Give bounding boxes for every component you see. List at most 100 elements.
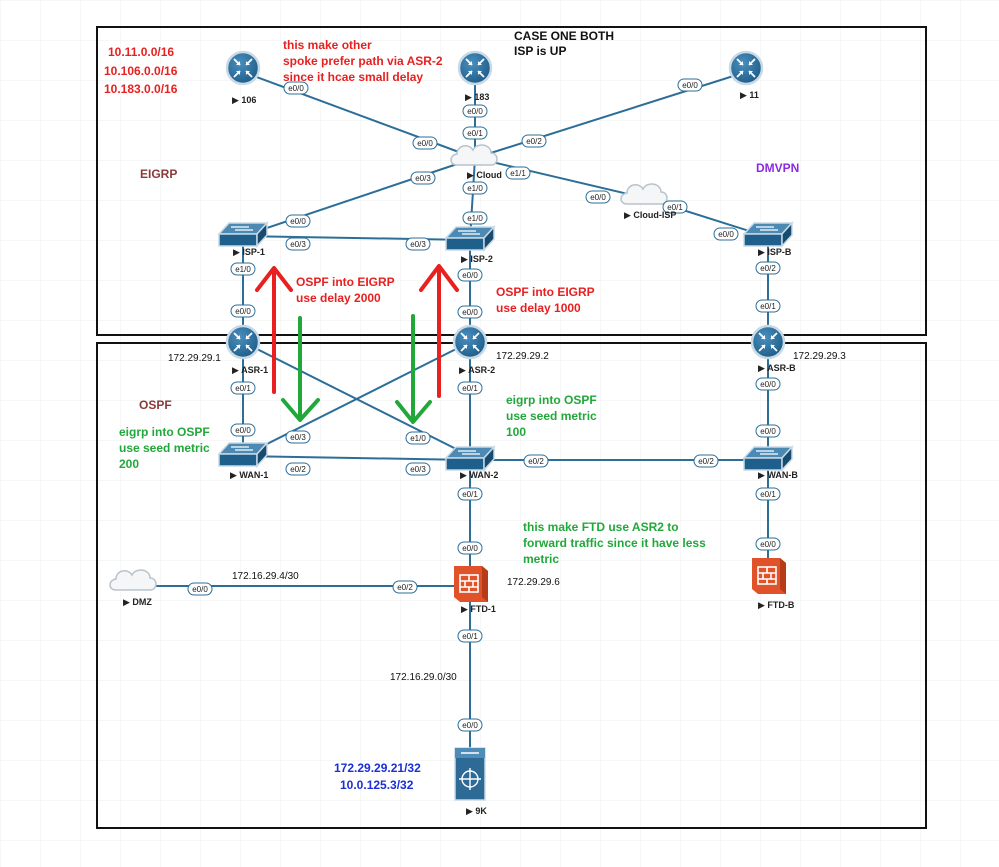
svg-text:e0/1: e0/1 xyxy=(760,302,776,311)
ftd-note-line3: metric xyxy=(523,552,559,566)
eigrp-ospf-200-line1: eigrp into OSPF xyxy=(119,425,210,439)
port-label: e0/1 xyxy=(457,487,483,501)
ospf-eigrp-2000-line1: OSPF into EIGRP xyxy=(296,275,395,289)
svg-text:e0/2: e0/2 xyxy=(760,264,776,273)
port-label: e0/2 xyxy=(755,261,781,275)
prefix-line2: 10.106.0.0/16 xyxy=(104,64,178,78)
prefix-line1: 10.11.0.0/16 xyxy=(108,45,174,59)
node-label-asrb: ▶ ASR-B xyxy=(758,363,796,373)
node-label-ftd1: ▶ FTD-1 xyxy=(461,604,496,614)
port-label: e0/0 xyxy=(283,81,309,95)
port-label: e0/0 xyxy=(457,305,483,319)
svg-text:e0/1: e0/1 xyxy=(760,490,776,499)
svg-text:e0/1: e0/1 xyxy=(462,490,478,499)
port-label: e0/0 xyxy=(755,424,781,438)
ftd1-firewall-icon[interactable] xyxy=(453,565,489,603)
port-label: e0/0 xyxy=(755,377,781,391)
n9k-nexus-icon[interactable] xyxy=(454,747,486,801)
svg-text:e1/0: e1/0 xyxy=(410,434,426,443)
node-label-11: ▶ 11 xyxy=(740,90,759,100)
port-label: e0/0 xyxy=(457,541,483,555)
r183-router-icon[interactable] xyxy=(457,50,493,86)
port-label: e1/0 xyxy=(462,181,488,195)
port-label: e1/0 xyxy=(405,431,431,445)
svg-text:e0/2: e0/2 xyxy=(698,457,714,466)
svg-text:e0/0: e0/0 xyxy=(760,380,776,389)
spoke-pref-line1: this make other xyxy=(283,38,372,52)
isp2-switch-icon[interactable] xyxy=(445,226,495,251)
ispb-switch-icon[interactable] xyxy=(743,222,793,247)
svg-text:e0/3: e0/3 xyxy=(415,174,431,183)
port-label: e0/0 xyxy=(677,78,703,92)
port-label: e0/0 xyxy=(187,582,213,596)
asrb-router-icon[interactable] xyxy=(750,324,786,360)
node-label-asr2: ▶ ASR-2 xyxy=(459,365,495,375)
eigrp-into-ospf-arrow-right xyxy=(395,314,432,424)
port-label: e0/0 xyxy=(457,268,483,282)
wan1-switch-icon[interactable] xyxy=(218,442,268,467)
svg-text:e1/0: e1/0 xyxy=(467,214,483,223)
dmvpn-label: DMVPN xyxy=(756,161,799,175)
svg-text:e1/0: e1/0 xyxy=(467,184,483,193)
svg-text:e0/0: e0/0 xyxy=(590,193,606,202)
asr2-router-icon[interactable] xyxy=(452,324,488,360)
prefix-line3: 10.183.0.0/16 xyxy=(104,82,178,96)
r11-router-icon[interactable] xyxy=(728,50,764,86)
svg-text:e0/2: e0/2 xyxy=(397,583,413,592)
svg-text:e0/3: e0/3 xyxy=(290,433,306,442)
link-wan1-wan2 xyxy=(242,455,471,461)
svg-text:e0/0: e0/0 xyxy=(192,585,208,594)
port-label: e0/0 xyxy=(713,227,739,241)
port-label: e0/0 xyxy=(585,190,611,204)
svg-text:e0/0: e0/0 xyxy=(462,544,478,553)
wanb-switch-icon[interactable] xyxy=(743,446,793,471)
svg-text:e0/3: e0/3 xyxy=(410,465,426,474)
ospf-into-eigrp-arrow-right xyxy=(419,264,459,398)
isp1-switch-icon[interactable] xyxy=(218,222,268,247)
svg-text:e0/0: e0/0 xyxy=(462,721,478,730)
link-cloud-cloudisp xyxy=(474,157,646,199)
link-cloud-isp1 xyxy=(242,157,476,237)
svg-text:e0/1: e0/1 xyxy=(235,384,251,393)
svg-text:e0/2: e0/2 xyxy=(528,457,544,466)
wan2-switch-icon[interactable] xyxy=(445,446,495,471)
svg-text:e0/0: e0/0 xyxy=(417,139,433,148)
svg-text:e0/0: e0/0 xyxy=(235,426,251,435)
ip-label-dmz-link: 172.16.29.4/30 xyxy=(232,571,299,582)
svg-text:e0/2: e0/2 xyxy=(290,465,306,474)
port-label: e0/1 xyxy=(755,299,781,313)
links-layer xyxy=(134,71,769,772)
port-label: e0/0 xyxy=(230,304,256,318)
port-label: e0/3 xyxy=(285,237,311,251)
node-label-9k: ▶ 9K xyxy=(466,806,487,816)
ftdb-firewall-icon[interactable] xyxy=(751,557,787,595)
port-label: e0/2 xyxy=(693,454,719,468)
node-label-wanb: ▶ WAN-B xyxy=(758,470,798,480)
port-label: e0/3 xyxy=(285,430,311,444)
svg-text:e0/0: e0/0 xyxy=(288,84,304,93)
port-label: e0/0 xyxy=(412,136,438,150)
asr1-router-icon[interactable] xyxy=(225,324,261,360)
node-label-wan2: ▶ WAN-2 xyxy=(460,470,498,480)
eigrp-into-ospf-arrow-left xyxy=(281,316,320,422)
ftd-note-line2: forward traffic since it have less xyxy=(523,536,706,550)
node-label-ispb: ▶ ISP-B xyxy=(758,247,792,257)
ip-label-ftd1: 172.29.29.6 xyxy=(507,577,560,588)
spoke-pref-line2: spoke prefer path via ASR-2 xyxy=(283,54,443,68)
port-label: e0/1 xyxy=(457,381,483,395)
port-label: e0/1 xyxy=(662,200,688,214)
ospf-label: OSPF xyxy=(139,398,172,412)
isp-zone-box xyxy=(96,26,927,336)
svg-text:e0/0: e0/0 xyxy=(760,427,776,436)
node-label-isp2: ▶ ISP-2 xyxy=(461,254,493,264)
eigrp-ospf-100-line3: 100 xyxy=(506,425,526,439)
port-label: e1/1 xyxy=(505,166,531,180)
port-label: e0/0 xyxy=(230,423,256,437)
port-label: e0/1 xyxy=(457,629,483,643)
ip-labels: 172.29.29.1 172.29.29.2 172.29.29.3 172.… xyxy=(168,351,846,683)
node-label-isp1: ▶ ISP-1 xyxy=(233,247,265,257)
r106-router-icon[interactable] xyxy=(225,50,261,86)
ftd-note-line1: this make FTD use ASR2 to xyxy=(523,520,679,534)
ip-label-ftd-9k-link: 172.16.29.0/30 xyxy=(390,672,457,683)
